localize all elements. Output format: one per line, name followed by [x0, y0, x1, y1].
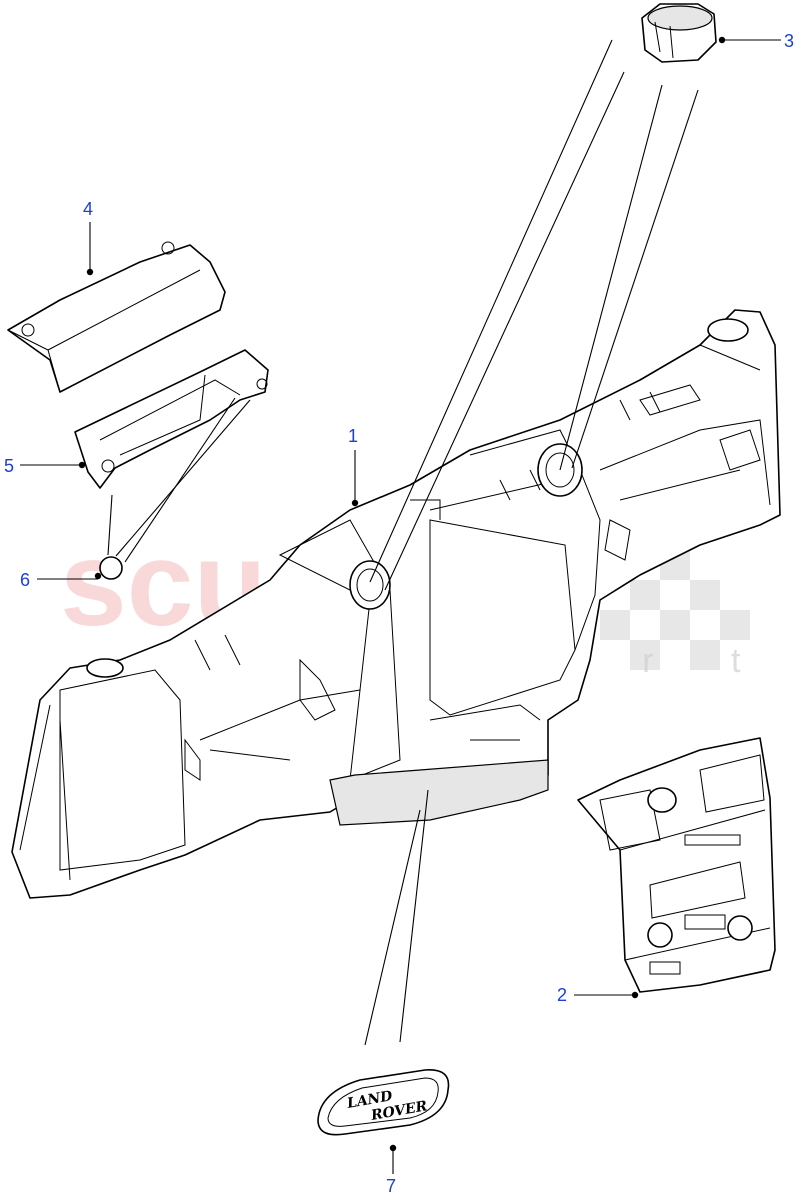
callout-6[interactable]: 6 — [20, 570, 102, 590]
dashboard-moulding — [11, 309, 781, 899]
callout-4[interactable]: 4 — [83, 199, 94, 276]
callout-1[interactable]: 1 — [348, 426, 359, 507]
centre-console-fascia — [577, 737, 776, 993]
callout-7[interactable]: 7 — [386, 1144, 397, 1196]
checker-flag-icon — [600, 550, 750, 670]
land-rover-badge: LAND ROVER — [317, 1069, 450, 1136]
grab-handle — [74, 349, 269, 489]
callout-3[interactable]: 3 — [718, 31, 794, 51]
callout-1-label: 1 — [348, 426, 358, 446]
cover-panel — [7, 241, 226, 393]
plug — [99, 556, 123, 580]
housing-cup — [641, 3, 717, 63]
callout-5-label: 5 — [4, 456, 14, 476]
callout-7-label: 7 — [386, 1176, 396, 1196]
callout-5[interactable]: 5 — [4, 456, 86, 476]
callout-6-label: 6 — [20, 570, 30, 590]
callout-4-label: 4 — [83, 199, 93, 219]
exploded-guide-lines — [107, 39, 699, 1046]
callout-2[interactable]: 2 — [557, 985, 639, 1005]
callout-3-label: 3 — [784, 31, 794, 51]
callout-2-label: 2 — [557, 985, 567, 1005]
